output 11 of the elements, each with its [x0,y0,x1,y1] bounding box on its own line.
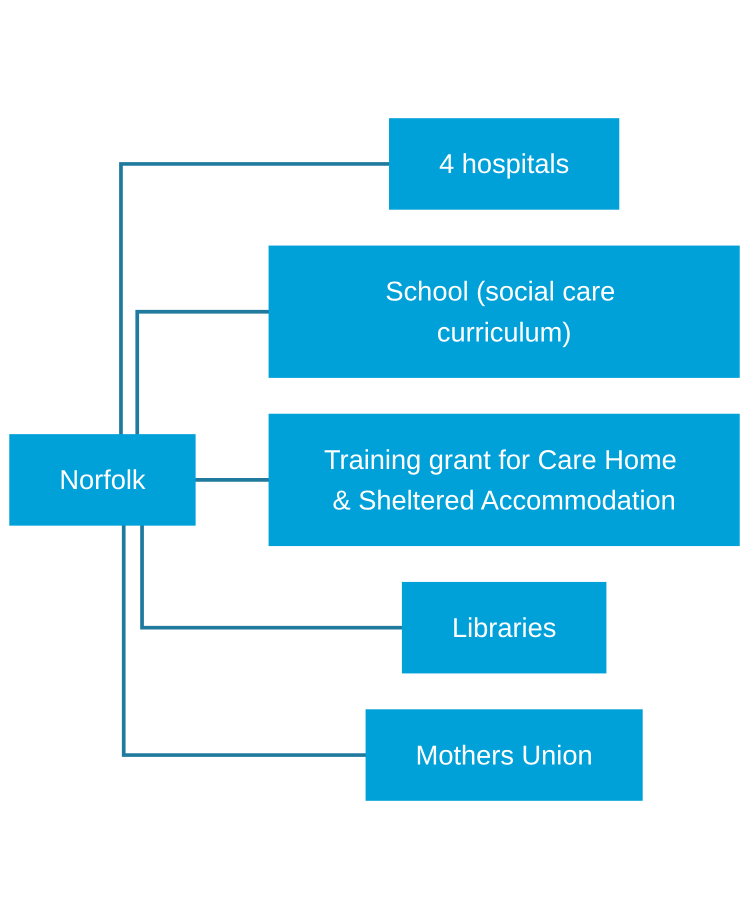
connector [122,525,366,757]
node-box: Libraries [402,582,606,674]
node-box: Mothers Union [366,709,643,801]
node-box: Training grant for Care Home & Sheltered Accommodation [268,414,740,546]
connector [140,525,403,630]
connector [119,162,390,435]
node-box: School (social care curriculum) [268,246,740,378]
node-box: 4 hospitals [389,118,620,210]
node-box: Norfolk [9,434,196,526]
connector [193,478,270,482]
connector [135,310,270,435]
